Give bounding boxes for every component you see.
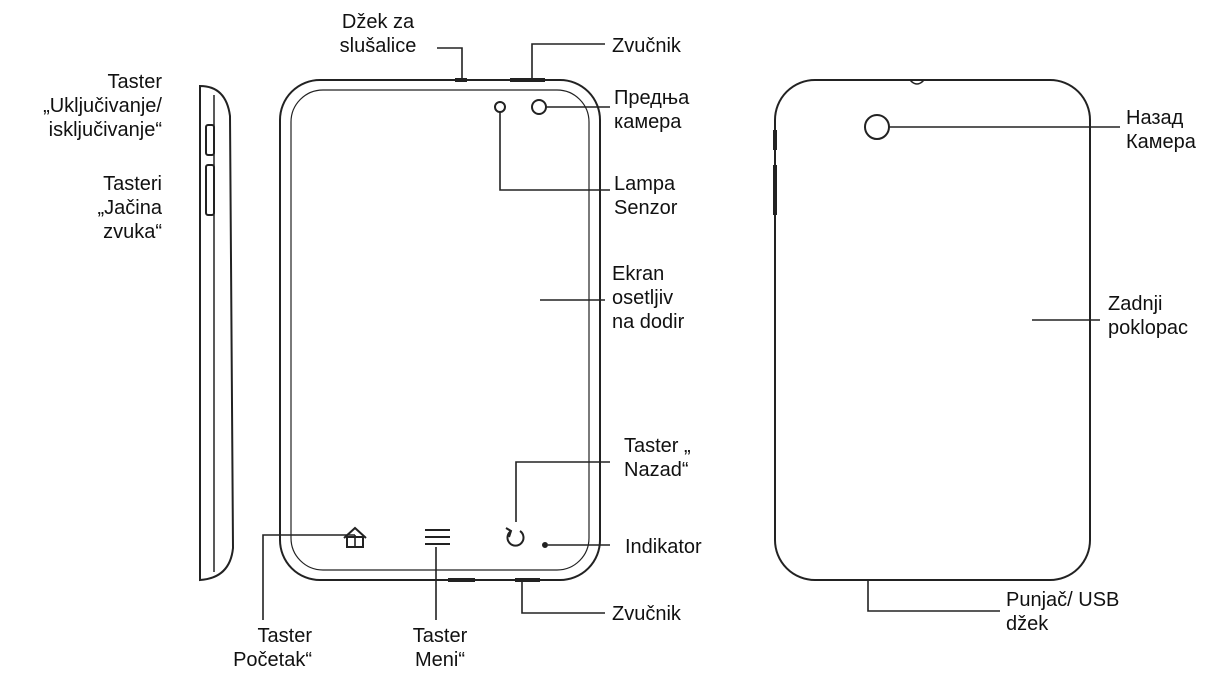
volume-key: [205, 164, 215, 216]
indicator-dot: [542, 542, 548, 548]
label-speaker-top: Zvučnik: [612, 35, 681, 57]
label-speaker-bottom: Zvučnik: [612, 603, 681, 625]
rear-camera-lens: [864, 114, 890, 140]
tablet-side-view: [199, 84, 235, 582]
tablet-front-view: [279, 78, 601, 582]
menu-icon: [425, 529, 450, 545]
light-sensor-dot: [494, 101, 506, 113]
front-camera-lens: [531, 99, 547, 115]
leader-lines: [262, 43, 1120, 620]
tablet-rear-view: [773, 79, 1091, 581]
label-back-button: Taster „Nazad“: [624, 435, 691, 481]
back-icon: [505, 527, 525, 547]
label-power-button: Taster„Uključivanje/isključivanje“: [43, 71, 162, 141]
power-key: [205, 124, 215, 156]
label-indicator: Indikator: [625, 536, 702, 558]
